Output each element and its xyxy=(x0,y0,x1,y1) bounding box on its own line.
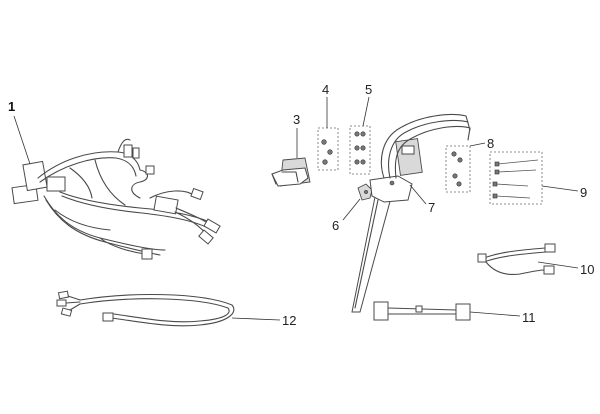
callout-9: 9 xyxy=(580,185,587,200)
leader-9 xyxy=(541,185,579,192)
leader-6 xyxy=(342,198,361,221)
part-12-short-cable xyxy=(373,301,471,321)
callout-4: 4 xyxy=(322,82,329,97)
leader-10 xyxy=(537,261,579,269)
part-9-cable-ties xyxy=(489,151,543,205)
part-5-bolt-set xyxy=(349,125,371,175)
part-4-bolt-set xyxy=(317,127,339,171)
part-10-small-harness xyxy=(477,243,556,276)
leader-7 xyxy=(409,184,427,205)
leader-11 xyxy=(231,317,281,321)
callout-12: 11 xyxy=(522,310,536,325)
callout-6: 6 xyxy=(332,218,339,233)
leader-8 xyxy=(469,142,486,147)
leader-12 xyxy=(469,311,521,317)
part-8-bolt-set xyxy=(445,145,471,193)
part-6-clip xyxy=(357,183,373,201)
leader-5 xyxy=(362,96,370,127)
callout-7: 7 xyxy=(428,200,435,215)
callout-1: 1 xyxy=(8,99,15,114)
callout-3: 3 xyxy=(293,112,300,127)
part-11-cable xyxy=(56,290,235,327)
part-3-bracket xyxy=(271,157,311,187)
callout-8: 8 xyxy=(487,136,494,151)
part-7-side-stand xyxy=(351,113,471,313)
part-1-main-wiring-harness xyxy=(11,138,221,260)
callout-11: 12 xyxy=(282,313,296,328)
callout-10: 10 xyxy=(580,262,594,277)
leader-1 xyxy=(13,115,31,165)
callout-5: 5 xyxy=(365,82,372,97)
